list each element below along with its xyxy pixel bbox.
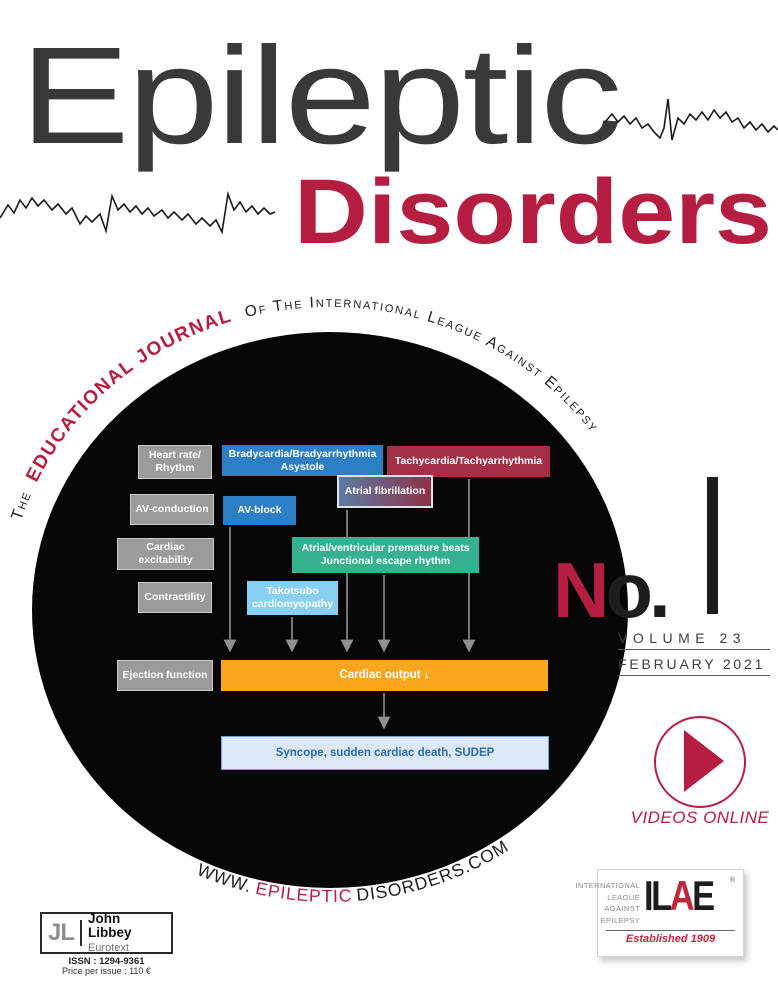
node-label: Atrial/ventricular premature beats bbox=[301, 542, 470, 555]
node-av-conduction: AV-conduction bbox=[130, 494, 214, 525]
ilae-line: LEAGUE bbox=[607, 892, 641, 902]
issue-no-o: o. bbox=[605, 546, 670, 634]
volume-date-block: VOLUME 23 FEBRUARY 2021 bbox=[618, 630, 770, 682]
ilae-mark-e: E bbox=[692, 872, 715, 919]
ilae-established: Established 1909 bbox=[625, 932, 716, 945]
node-label: Junctional escape rhythm bbox=[320, 555, 451, 567]
publisher-subname: Eurotext bbox=[87, 941, 129, 954]
node-label: Ejection function bbox=[122, 669, 208, 682]
node-premature-beats: Atrial/ventricular premature beats Junct… bbox=[292, 537, 479, 573]
ilae-logo: INTERNATIONAL LEAGUE AGAINST EPILEPSY IL… bbox=[575, 869, 744, 957]
journal-title: Epileptic bbox=[20, 19, 620, 173]
node-label: cardiomyopathy bbox=[251, 598, 334, 610]
publisher-divider bbox=[80, 920, 82, 946]
issue-number bbox=[707, 477, 718, 614]
publisher-logo: JL John Libbey Eurotext bbox=[40, 910, 173, 955]
ilae-logo-top: INTERNATIONAL LEAGUE AGAINST EPILEPSY IL… bbox=[575, 875, 735, 927]
node-atrial-fibrillation: Atrial fibrillation bbox=[337, 475, 433, 508]
ilae-mark-a: A bbox=[669, 872, 695, 919]
node-bradycardia: Bradycardia/Bradyarrhythmia Asystole bbox=[222, 445, 383, 476]
date-label: FEBRUARY 2021 bbox=[618, 656, 770, 676]
node-label: Cardiac output ↓ bbox=[339, 669, 430, 682]
play-triangle-icon bbox=[684, 730, 724, 792]
node-cardiac-output: Cardiac output ↓ bbox=[221, 660, 548, 691]
node-contractility: Contractility bbox=[138, 582, 212, 613]
node-label: Tachycardia/Tachyarrhythmia bbox=[394, 455, 543, 468]
ilae-mark-icon: ILAE bbox=[644, 875, 715, 917]
node-label: Syncope, sudden cardiac death, SUDEP bbox=[275, 746, 495, 759]
volume-label: VOLUME 23 bbox=[618, 630, 770, 650]
issn-label: ISSN : 1294-9361 bbox=[68, 956, 145, 967]
play-button-icon bbox=[654, 716, 746, 808]
ilae-rule bbox=[606, 929, 735, 931]
issue-no-n: N bbox=[553, 546, 609, 634]
node-syncope-sudep: Syncope, sudden cardiac death, SUDEP bbox=[221, 736, 549, 770]
node-label: Asystole bbox=[280, 460, 325, 473]
node-label: Heart rate/ bbox=[149, 449, 201, 462]
node-label: AV-conduction bbox=[135, 503, 209, 516]
issue-no-label: No. bbox=[553, 551, 671, 629]
node-ejection-function: Ejection function bbox=[117, 660, 213, 691]
ilae-line: EPILEPSY bbox=[600, 915, 641, 925]
node-tachycardia: Tachycardia/Tachyarrhythmia bbox=[387, 446, 550, 477]
publisher-name-text: John Libbey bbox=[87, 910, 132, 940]
node-takotsubo: Takotsubo cardiomyopathy bbox=[247, 581, 338, 615]
eeg-trace-right-icon bbox=[604, 98, 778, 141]
registered-icon: ® bbox=[729, 877, 735, 884]
node-label: AV-block bbox=[237, 504, 282, 517]
arc-tagline-prefix: The bbox=[9, 488, 36, 522]
node-heart-rate-rhythm: Heart rate/ Rhythm bbox=[138, 445, 212, 479]
node-cardiac-excitability: Cardiac excitability bbox=[117, 538, 214, 570]
price-label: Price per issue : 110 € bbox=[62, 966, 151, 976]
node-label: Takotsubo bbox=[266, 585, 319, 598]
ilae-org-name: INTERNATIONAL LEAGUE AGAINST EPILEPSY bbox=[575, 880, 640, 927]
publisher-name: John Libbey Eurotext bbox=[87, 910, 165, 955]
node-label: Contractility bbox=[144, 591, 206, 604]
node-label: Bradycardia/Bradyarrhythmia bbox=[228, 447, 377, 460]
videos-online-label: VIDEOS ONLINE bbox=[630, 808, 770, 827]
node-label: Cardiac excitability bbox=[138, 541, 193, 566]
ilae-line: INTERNATIONAL bbox=[575, 881, 641, 890]
node-label: Rhythm bbox=[155, 462, 195, 474]
journal-subtitle: Disorders bbox=[294, 161, 772, 263]
publisher-mark-icon: JL bbox=[48, 919, 75, 946]
node-av-block: AV-block bbox=[223, 496, 296, 525]
node-label: Atrial fibrillation bbox=[344, 485, 426, 498]
eeg-trace-left-icon bbox=[0, 190, 276, 235]
ilae-mark-il: IL bbox=[644, 872, 672, 919]
ilae-line: AGAINST bbox=[604, 904, 641, 914]
